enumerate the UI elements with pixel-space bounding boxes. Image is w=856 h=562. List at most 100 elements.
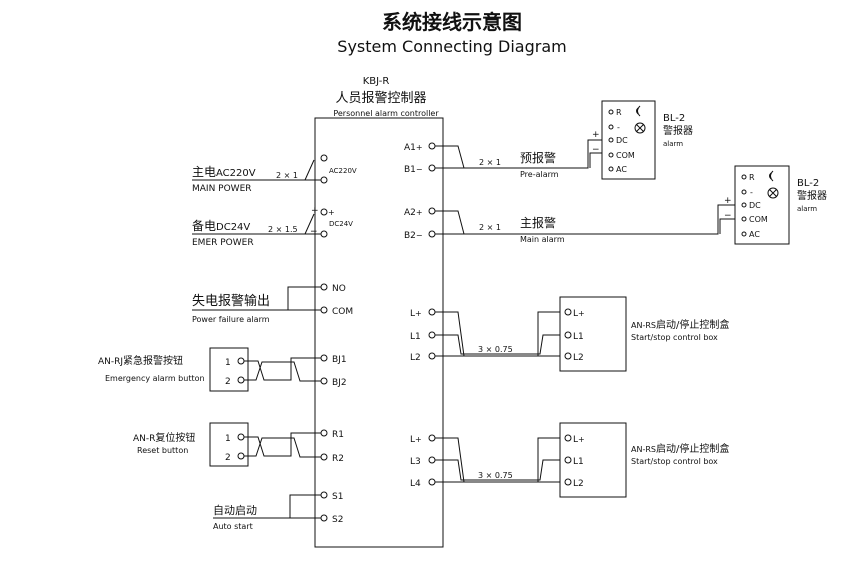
terminal-l3-2-label: L3 [410,457,421,467]
ctrl-2-cable: 3 × 0.75 [478,471,513,480]
ctrl-2-term-l2 [564,478,572,486]
bell-2-term-minus-label: - [750,188,753,197]
bell-2-lamp-icon [767,187,779,199]
ctrl-1-term-l2-label: L2 [573,353,584,363]
ctrl-1-term-l2 [564,352,572,360]
ctrl-2-term-l1-label: L1 [573,457,584,467]
terminal-bj1 [320,354,328,362]
auto-start-zh: 自动启动 [213,504,257,517]
terminal-b2-label: B2− [404,231,423,241]
terminal-no-label: NO [332,284,346,294]
ctrl-2-term-l2-label: L2 [573,479,584,489]
pre-alarm-minus: − [592,145,600,155]
reset-button-en: Reset button [137,446,188,455]
bell-1-model: BL-2 [663,113,685,124]
reset-t2 [237,452,245,460]
terminal-ac-1 [320,154,328,162]
bell-2-term-ac-label: AC [749,230,760,239]
bell-2-term-com-label: COM [749,215,768,224]
power-fail-zh: 失电报警输出 [192,293,270,309]
ctrl-1-term-lplus [564,308,572,316]
main-alarm-cable: 2 × 1 [479,223,501,232]
power-fail-wire [192,286,321,311]
bell-1-term-dc [608,137,614,143]
terminal-b2 [428,230,436,238]
bell-1-term-ac [608,166,614,172]
bell-1-lamp-icon [634,122,646,134]
controller-model: KBJ-R [363,76,390,87]
bell-2-term-dc-label: DC [749,201,761,210]
emergency-t2-label: 2 [225,377,231,387]
emer-power-zh: 备电DC24V [192,219,250,233]
diagram-title-en: System Connecting Diagram [337,37,566,56]
bell-2-term-r [741,174,747,180]
bell-1-zh: 警报器 [663,124,693,137]
emer-power-plus: + [311,206,319,216]
terminal-lplus-1 [428,308,436,316]
auto-start-en: Auto start [213,522,253,531]
terminal-s2 [320,514,328,522]
terminal-dc-label: DC24V [329,220,353,228]
emergency-t1-label: 1 [225,358,231,368]
terminal-lplus-2 [428,434,436,442]
terminal-l4-2-label: L4 [410,479,421,489]
bell-1-term-r-label: R [616,108,622,117]
pre-alarm-zh: 预报警 [520,150,556,165]
ctrl-2-term-lplus-label: L+ [573,435,585,445]
diagram-title-zh: 系统接线示意图 [382,10,522,34]
bell-2-term-minus [741,189,747,195]
ctrl-1-term-lplus-label: L+ [573,309,585,319]
reset-t2-label: 2 [225,453,231,463]
ctrl-2-wire-l3 [435,459,565,481]
ctrl-1-cable: 3 × 0.75 [478,345,513,354]
bell-2-term-com [741,216,747,222]
terminal-r2-label: R2 [332,454,344,464]
bell-1-term-r [608,109,614,115]
main-power-cable: 2 × 1 [276,171,298,180]
controller-box [314,117,444,548]
emergency-button-zh: AN-RJ紧急报警按钮 [98,354,183,367]
emergency-t1 [237,357,245,365]
pre-alarm-wire-com [589,152,607,168]
pre-alarm-cable: 2 × 1 [479,158,501,167]
reset-wire-2 [244,437,321,458]
terminal-l3-2 [428,456,436,464]
emer-power-en: EMER POWER [192,238,254,248]
terminal-l1-1 [428,331,436,339]
emer-power-minus: − [310,227,318,237]
terminal-a2 [428,207,436,215]
terminal-a2-label: A2+ [404,208,423,218]
terminal-l4-2 [428,478,436,486]
terminal-r1-label: R1 [332,430,344,440]
terminal-lplus-1-label: L+ [410,309,422,319]
terminal-ac-2 [320,176,328,184]
terminal-bj2-label: BJ2 [332,378,347,388]
terminal-a1 [428,142,436,150]
emergency-button-box [209,347,249,392]
bell-1-term-ac-label: AC [616,165,627,174]
terminal-l2-1 [428,352,436,360]
bell-2-term-dc [741,202,747,208]
main-alarm-wire-com [719,218,740,234]
terminal-dc-minus [320,230,328,238]
ctrl-2-term-lplus [564,434,572,442]
terminal-l2-1-label: L2 [410,353,421,363]
controller-name-en: Personnel alarm controller [333,109,439,118]
bell-2-zh: 警报器 [797,189,827,202]
main-alarm-plus: + [724,196,732,206]
pre-alarm-en: Pre-alarm [520,170,559,179]
terminal-dc-plus [320,208,328,216]
power-fail-en: Power failure alarm [192,315,270,324]
bell-1-term-com [608,152,614,158]
terminal-bj1-label: BJ1 [332,355,347,365]
bell-2-term-r-label: R [749,173,755,182]
reset-button-zh: AN-R复位按钮 [133,431,195,444]
terminal-lplus-2-label: L+ [410,435,422,445]
main-alarm-zh: 主报警 [520,215,556,230]
bell-1-en: alarm [663,140,683,148]
terminal-com-label: COM [332,307,353,317]
bell-1-term-dc-label: DC [616,136,628,145]
auto-start-wire [213,494,321,519]
terminal-s1-label: S1 [332,492,343,502]
bell-1-term-com-label: COM [616,151,635,160]
